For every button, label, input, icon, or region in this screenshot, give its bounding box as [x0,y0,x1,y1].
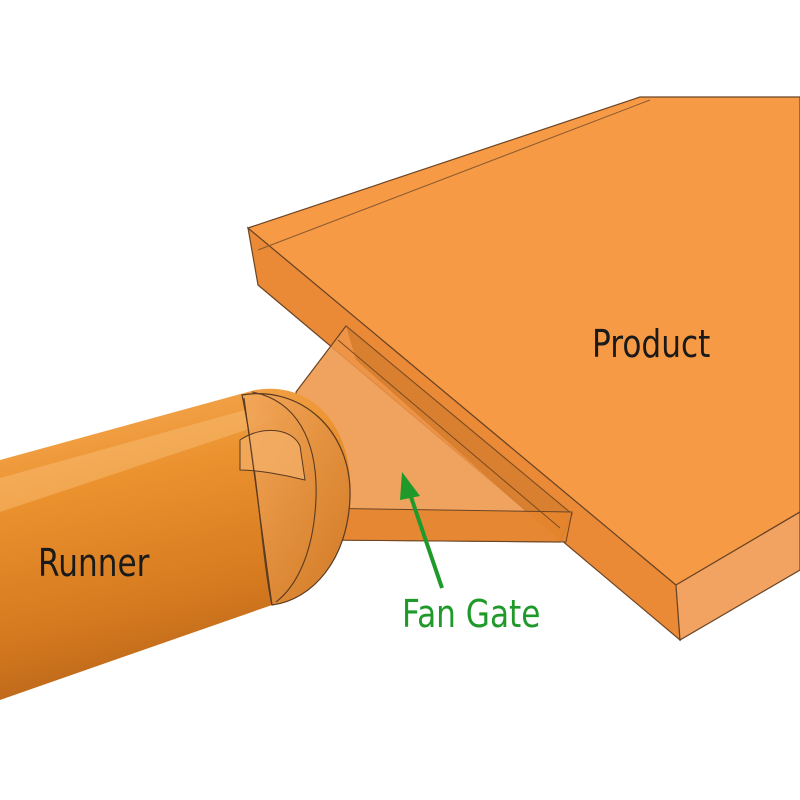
fan-gate-arrow-shaft [408,493,444,589]
product-side-face [675,511,800,642]
fan-gate-inner-line [337,339,561,529]
fan-gate-arrow-head [400,472,420,500]
fan-gate-shadow [346,326,572,542]
runner-end-inner [239,429,306,481]
runner-end-arc [251,391,317,603]
fan-gate-label: Fan Gate [402,592,541,636]
product-edge-line [257,99,651,251]
runner-label: Runner [38,541,150,585]
runner-highlight [0,409,276,512]
runner-end-edge [243,397,273,606]
product-top-face [246,96,800,586]
product-label: Product [592,322,711,366]
